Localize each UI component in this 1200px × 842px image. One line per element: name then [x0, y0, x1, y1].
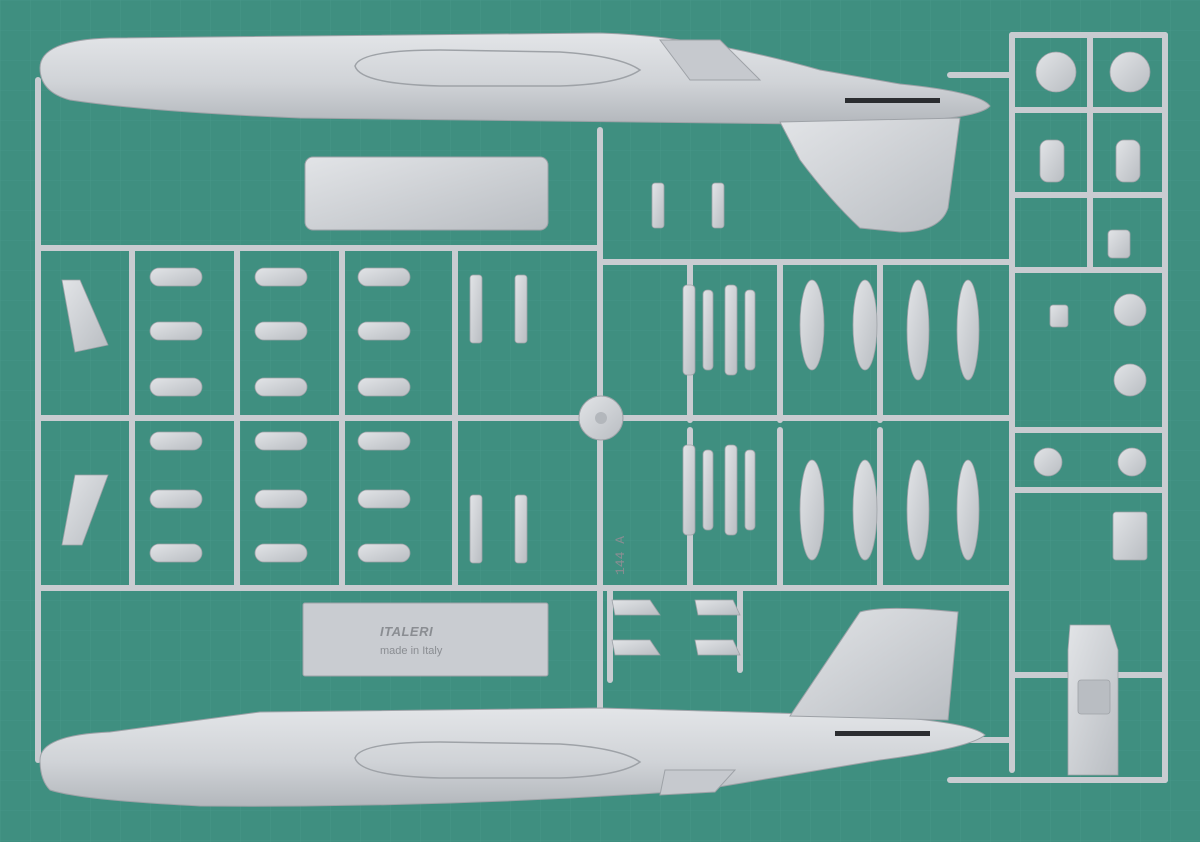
sprue-frame: [35, 32, 1168, 783]
right-column-parts: [1033, 51, 1151, 776]
made-in-label: made in Italy: [380, 645, 443, 657]
small-parts-grid: [61, 267, 528, 564]
fuselage-upper: [39, 32, 991, 233]
fuselage-lower: [39, 607, 986, 807]
brand-plate: ITALERI made in Italy: [302, 602, 549, 677]
brand-label: ITALERI: [380, 624, 433, 639]
long-panel: [304, 156, 549, 231]
sprue-code-label: 144 A: [613, 536, 628, 575]
stores-parts: [611, 182, 980, 656]
